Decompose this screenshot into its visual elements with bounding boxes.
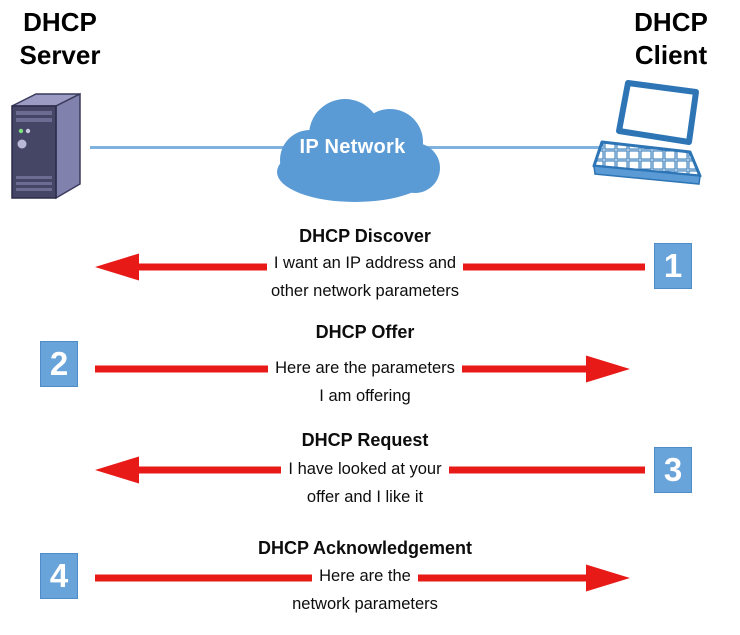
laptop-icon	[592, 80, 702, 185]
step-badge: 2	[40, 341, 78, 387]
message-body-line2: other network parameters	[165, 281, 565, 301]
message-body-text: I am offering	[312, 387, 418, 405]
message-body-line2: network parameters	[165, 594, 565, 614]
client-label: DHCP Client	[612, 6, 730, 71]
cloud-icon	[277, 99, 440, 202]
message-body-text: network parameters	[285, 595, 445, 613]
message-body-line1: I want an IP address and	[165, 253, 565, 273]
client-label-line2: Client	[634, 39, 708, 70]
message-body-text: Here are the	[312, 567, 418, 585]
message-body-text: Here are the parameters	[268, 359, 462, 377]
step-badge: 3	[654, 447, 692, 493]
message-body-line2: I am offering	[165, 386, 565, 406]
message-body-line1: Here are the parameters	[165, 358, 565, 378]
server-label: DHCP Server	[0, 6, 120, 71]
message-body-line2: offer and I like it	[165, 487, 565, 507]
step-badge: 4	[40, 553, 78, 599]
network-label: IP Network	[299, 136, 406, 158]
step-badge: 1	[654, 243, 692, 289]
message-title: DHCP Discover	[299, 226, 431, 246]
message-title: DHCP Acknowledgement	[257, 538, 473, 558]
message-title: DHCP Request	[301, 430, 429, 450]
message-body-text: I want an IP address and	[266, 254, 464, 272]
server-label-line1: DHCP	[23, 7, 97, 37]
network-cloud: IP Network	[255, 90, 450, 205]
server-label-line2: Server	[19, 39, 101, 70]
message-body-line1: I have looked at your	[165, 459, 565, 479]
message-title: DHCP Offer	[315, 322, 415, 342]
server-icon	[11, 92, 81, 200]
message-body-text: offer and I like it	[299, 488, 431, 506]
message-body-text: other network parameters	[263, 282, 466, 300]
client-label-line1: DHCP	[634, 7, 708, 37]
message-body-text: I have looked at your	[281, 460, 449, 478]
message-body-line1: Here are the	[165, 566, 565, 586]
